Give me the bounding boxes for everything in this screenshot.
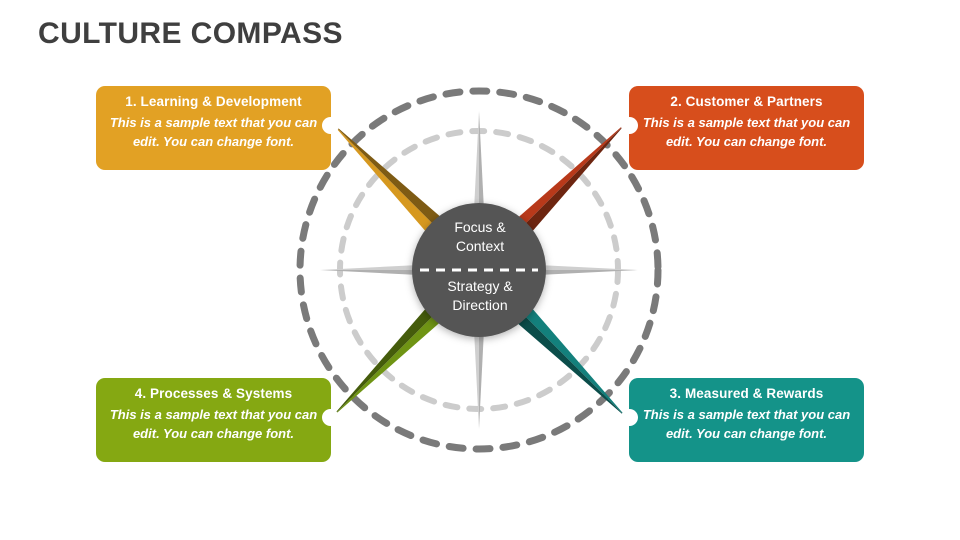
callout-box-1-title: 1. Learning & Development [125, 94, 302, 109]
callout-box-1-body: This is a sample text that you can edit.… [109, 115, 318, 149]
callout-box-3-title: 3. Measured & Rewards [669, 386, 824, 401]
callout-box-learning-development[interactable]: 1. Learning & Development This is a samp… [96, 86, 339, 170]
connector-notch-box-1 [322, 117, 339, 134]
page-title: CULTURE COMPASS [38, 17, 343, 50]
connector-notch-box-4 [322, 409, 339, 426]
callout-box-4-body: This is a sample text that you can edit.… [109, 407, 318, 441]
callout-box-2-title: 2. Customer & Partners [670, 94, 823, 109]
callout-box-processes-systems[interactable]: 4. Processes & Systems This is a sample … [96, 378, 339, 462]
callout-box-4-title: 4. Processes & Systems [134, 386, 293, 401]
callout-box-3-body: This is a sample text that you can edit.… [642, 407, 851, 441]
culture-compass-graphic: Focus & Context Strategy & Direction [290, 81, 670, 461]
callout-box-2-body: This is a sample text that you can edit.… [642, 115, 851, 149]
callout-box-customer-partners[interactable]: 2. Customer & Partners This is a sample … [621, 86, 864, 170]
connector-notch-box-2 [621, 117, 638, 134]
callout-box-measured-rewards[interactable]: 3. Measured & Rewards This is a sample t… [621, 378, 864, 462]
outer-dashed-ring [296, 87, 662, 453]
compass-center-disc [412, 203, 546, 337]
connector-notch-box-3 [621, 409, 638, 426]
